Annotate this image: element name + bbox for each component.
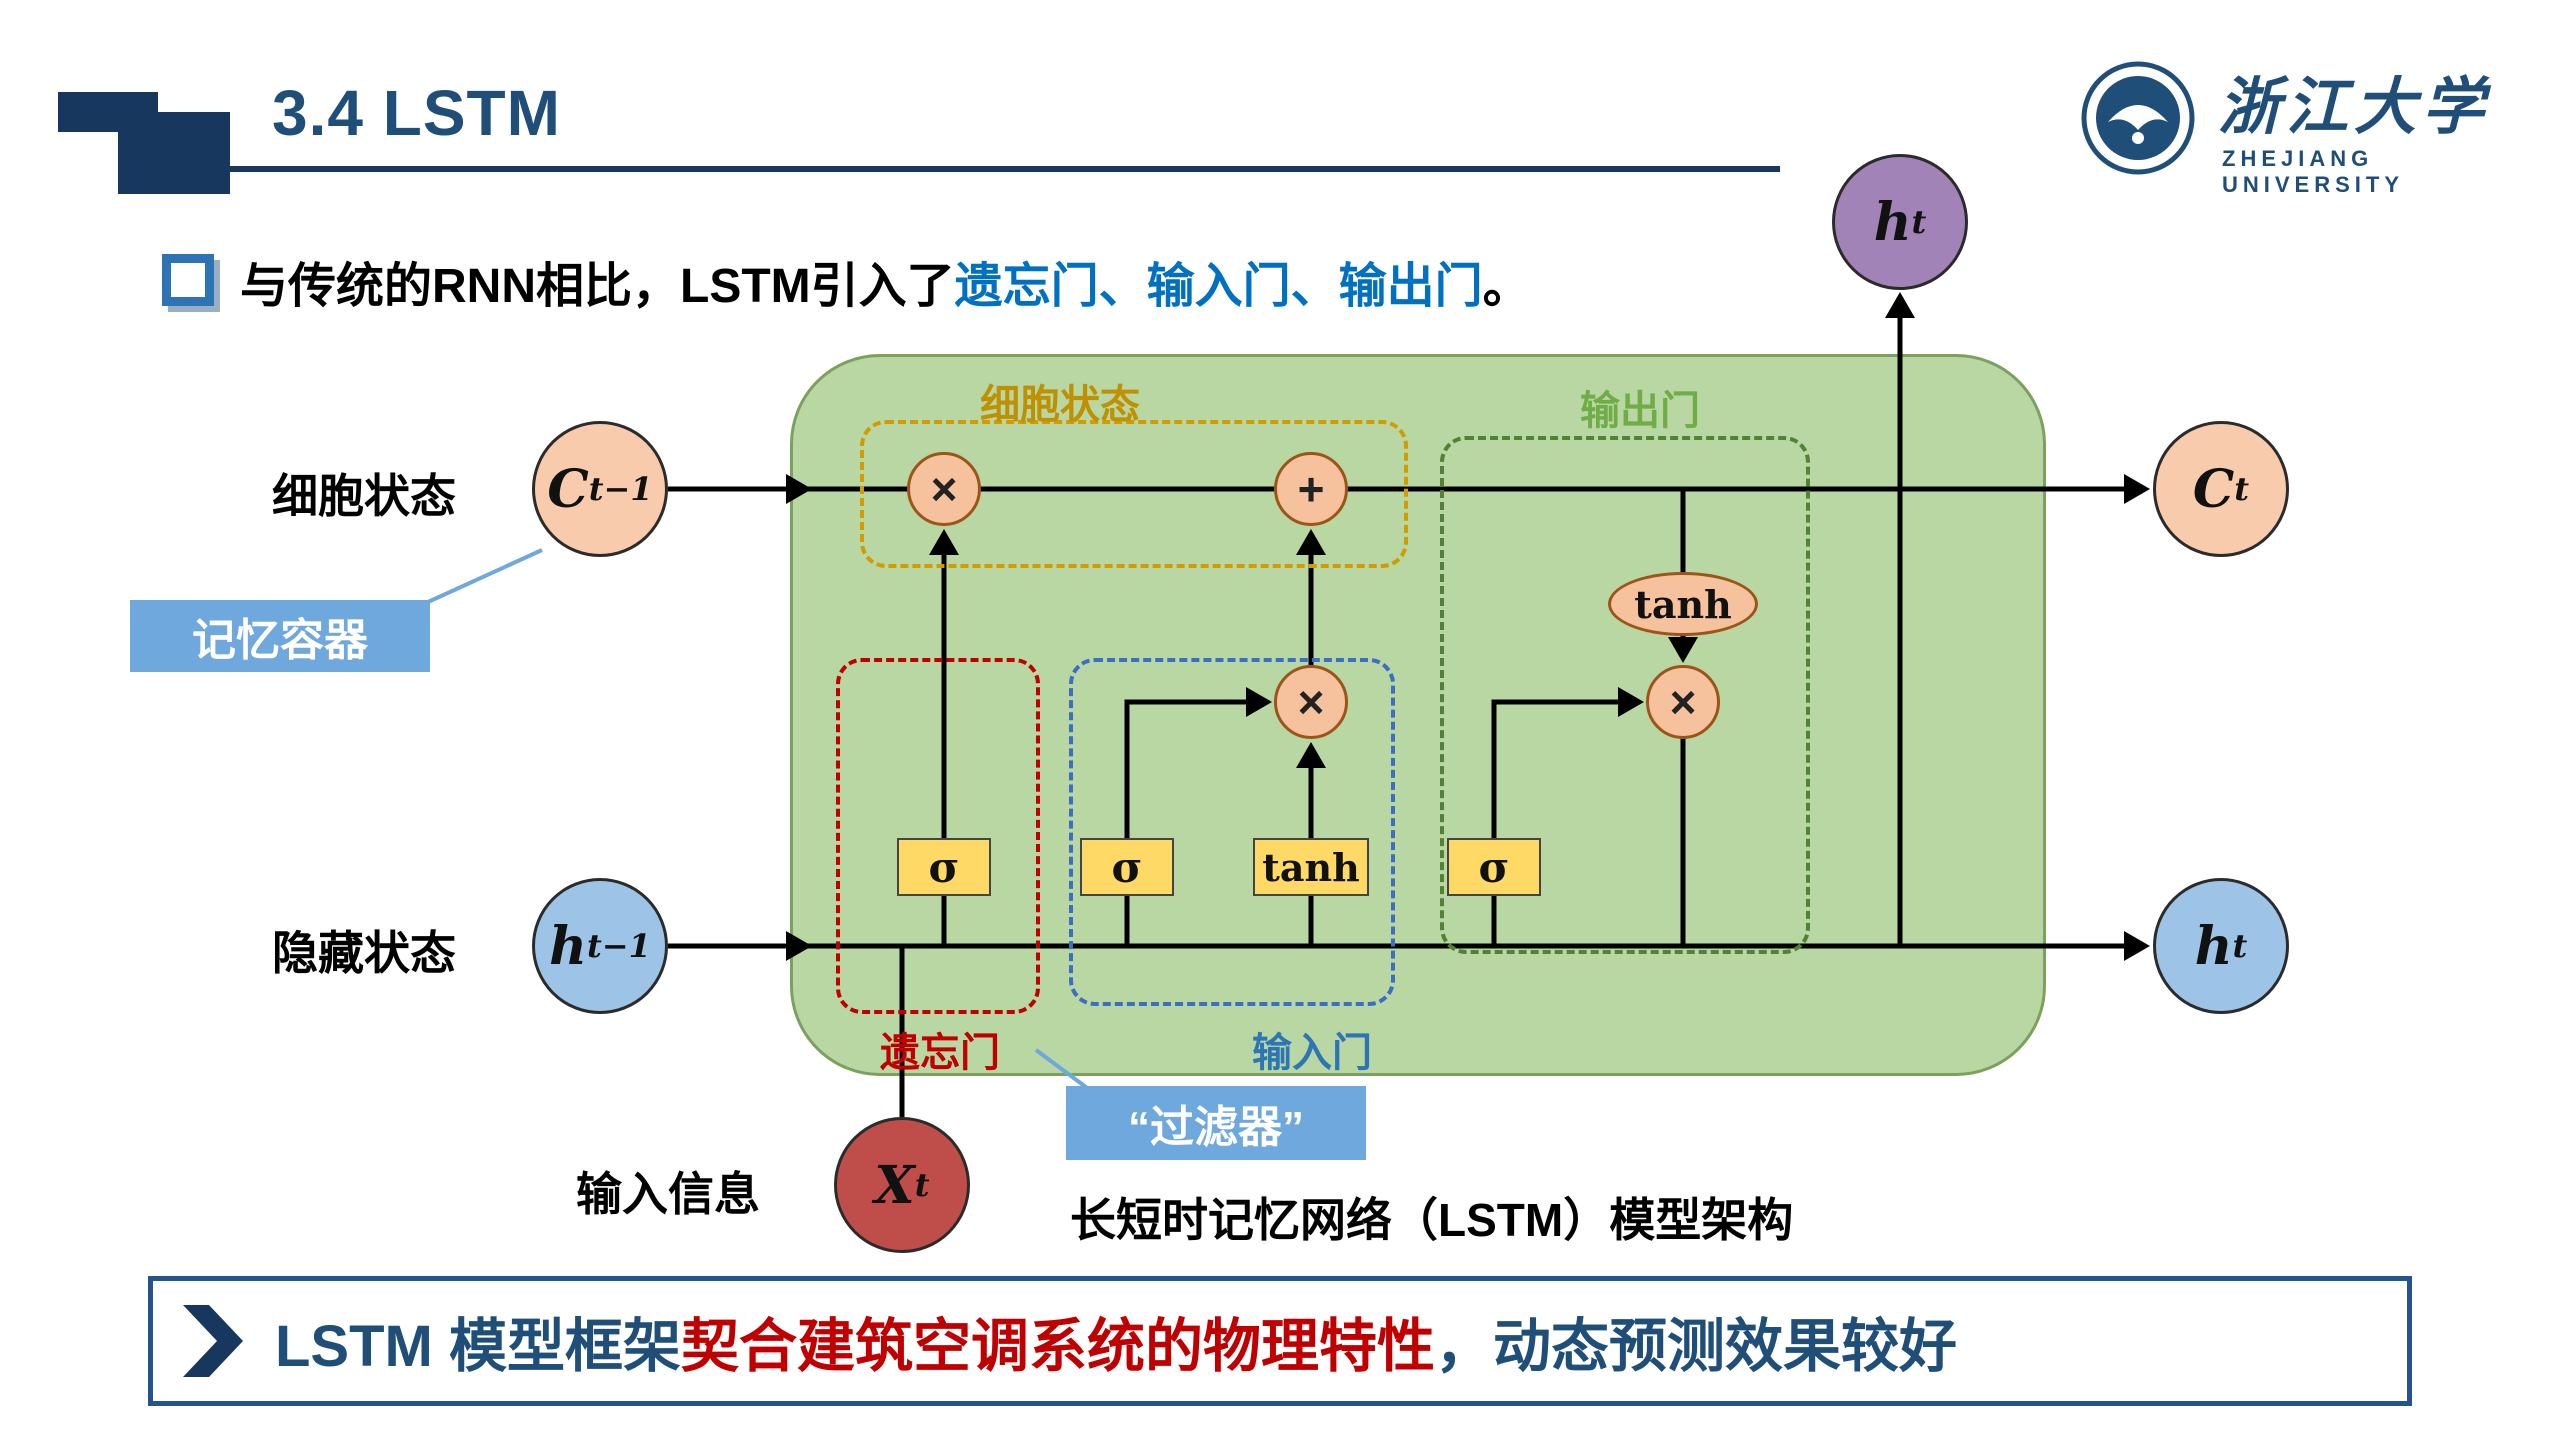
node-c-out-sub: t	[2234, 470, 2250, 508]
add-node: +	[1274, 452, 1348, 526]
diagram-caption: 长短时记忆网络（LSTM）模型架构	[1070, 1194, 1794, 1246]
label-input-gate: 输入门	[1252, 1031, 1372, 1075]
node-h-out-right-sub: t	[2232, 927, 2248, 965]
dashed-box-forget-gate	[836, 658, 1040, 1014]
label-cell-state-box: 细胞状态	[980, 383, 1140, 427]
label-input-info: 输入信息	[576, 1168, 760, 1220]
bullet-text: 与传统的RNN相比，LSTM引入了遗忘门、输入门、输出门。	[240, 246, 1531, 316]
dashed-box-input-gate	[1069, 658, 1395, 1006]
header-decoration-large	[118, 112, 230, 194]
tanh-ellipse-node: tanh	[1608, 572, 1758, 636]
sigma-box-1: σ	[897, 838, 991, 896]
node-h-out-top-sub: t	[1911, 203, 1927, 241]
page-title: 3.4 LSTM	[272, 77, 561, 149]
multiply-node-1: ×	[907, 452, 981, 526]
multiply-node-3: ×	[1646, 665, 1720, 739]
bottom-banner: LSTM 模型框架契合建筑空调系统的物理特性，动态预测效果较好	[148, 1276, 2412, 1406]
node-h-prev-sub: t−1	[586, 927, 651, 965]
chevron-arrow-icon	[183, 1305, 243, 1377]
black-signal-lines	[668, 300, 2130, 1117]
label-cell-state: 细胞状态	[272, 470, 456, 522]
sigma-box-2: σ	[1080, 838, 1174, 896]
arrowheads	[786, 292, 2150, 961]
dashed-box-cell-state	[860, 420, 1408, 568]
label-output-gate: 输出门	[1580, 389, 1700, 433]
zju-logo: 浙江大学 ZHEJIANG UNIVERSITY	[2080, 58, 2510, 198]
lstm-cell-background	[790, 354, 2046, 1076]
node-h-prev-base: h	[549, 915, 587, 977]
banner-text: LSTM 模型框架契合建筑空调系统的物理特性，动态预测效果较好	[275, 1299, 1957, 1383]
memory-container-tag: 记忆容器	[130, 600, 430, 672]
sigma-box-3: σ	[1447, 838, 1541, 896]
label-hidden-state: 隐藏状态	[272, 927, 456, 979]
dashed-box-output-gate	[1440, 436, 1810, 954]
node-h-out-top-base: h	[1873, 191, 1912, 253]
memory-pointer-line	[427, 548, 543, 604]
banner-part1: LSTM 模型框架	[275, 1314, 681, 1379]
banner-part3: ，动态预测效果较好	[1435, 1314, 1958, 1379]
node-x-input-base: X	[874, 1154, 915, 1216]
node-c-prev-sub: t−1	[588, 470, 653, 508]
zju-name-cn: 浙江大学	[2218, 70, 2491, 143]
zju-name-en: ZHEJIANG UNIVERSITY	[2222, 146, 2405, 197]
label-forget-gate: 遗忘门	[880, 1031, 1000, 1075]
tanh-box: tanh	[1253, 838, 1369, 896]
bullet-highlight: 遗忘门、输入门、输出门	[954, 260, 1483, 313]
bullet-suffix: 。	[1482, 260, 1531, 313]
title-underline	[230, 166, 1780, 172]
multiply-node-2: ×	[1274, 665, 1348, 739]
node-x-input-sub: t	[914, 1166, 930, 1204]
node-c-out-base: C	[2192, 458, 2235, 520]
node-h-out-right-base: h	[2194, 915, 2233, 977]
filter-tag: “过滤器”	[1066, 1086, 1366, 1160]
bullet-prefix: 与传统的RNN相比，LSTM引入了	[240, 260, 955, 313]
bullet-square-icon	[162, 254, 214, 306]
zju-emblem-icon	[2081, 61, 2195, 175]
node-c-prev-base: C	[547, 458, 589, 520]
banner-part2: 契合建筑空调系统的物理特性	[680, 1314, 1435, 1379]
